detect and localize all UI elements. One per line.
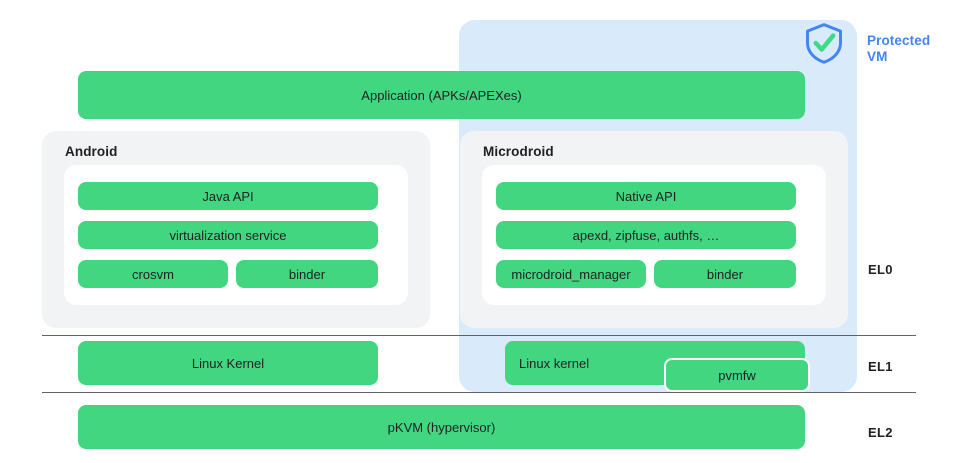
microdroid-group-title: Microdroid <box>483 144 554 159</box>
exception-level-label-el1: EL1 <box>868 359 893 374</box>
application-box-label: Application (APKs/APEXes) <box>361 87 522 103</box>
android-box-crosvm: crosvm <box>78 260 228 288</box>
protected-vm-label-line2: VM <box>867 49 888 64</box>
android-group-title: Android <box>65 144 118 159</box>
pkvm-hypervisor-box: pKVM (hypervisor) <box>78 405 805 449</box>
microdroid-box-native-api-label: Native API <box>615 188 677 204</box>
microdroid-box-services-label: apexd, zipfuse, authfs, … <box>572 227 720 243</box>
protected-vm-label-line1: Protected <box>867 33 931 48</box>
microdroid-box-binder-label: binder <box>706 266 744 282</box>
microdroid-box-services: apexd, zipfuse, authfs, … <box>496 221 796 249</box>
android-box-virtualization-service-label: virtualization service <box>169 227 287 243</box>
android-box-virtualization-service: virtualization service <box>78 221 378 249</box>
android-box-java-api: Java API <box>78 182 378 210</box>
protected-vm-label: Protected VM <box>867 33 955 65</box>
microdroid-box-native-api: Native API <box>496 182 796 210</box>
microdroid-inner-panel: Native API apexd, zipfuse, authfs, … mic… <box>482 165 826 305</box>
application-box: Application (APKs/APEXes) <box>78 71 805 119</box>
android-box-java-api-label: Java API <box>202 188 254 204</box>
android-linux-kernel-box: Linux Kernel <box>78 341 378 385</box>
android-box-binder: binder <box>236 260 378 288</box>
pvmfw-label: pvmfw <box>718 367 756 383</box>
android-box-binder-label: binder <box>288 266 326 282</box>
android-linux-kernel-label: Linux Kernel <box>191 355 265 371</box>
android-inner-panel: Java API virtualization service crosvm b… <box>64 165 408 305</box>
exception-level-label-el2: EL2 <box>868 425 893 440</box>
microdroid-box-binder: binder <box>654 260 796 288</box>
microdroid-group-panel: Microdroid Native API apexd, zipfuse, au… <box>460 131 848 328</box>
android-group-panel: Android Java API virtualization service … <box>42 131 430 328</box>
divider-el1-el2 <box>42 392 916 393</box>
microdroid-box-microdroid-manager-label: microdroid_manager <box>511 266 631 282</box>
shield-check-icon <box>802 21 846 65</box>
microdroid-linux-kernel-label: Linux kernel <box>519 355 590 371</box>
divider-el0-el1 <box>42 335 916 336</box>
pvmfw-box: pvmfw <box>664 358 810 392</box>
android-box-crosvm-label: crosvm <box>132 266 174 282</box>
pkvm-hypervisor-label: pKVM (hypervisor) <box>387 419 496 435</box>
microdroid-box-microdroid-manager: microdroid_manager <box>496 260 646 288</box>
exception-level-label-el0: EL0 <box>868 262 893 277</box>
